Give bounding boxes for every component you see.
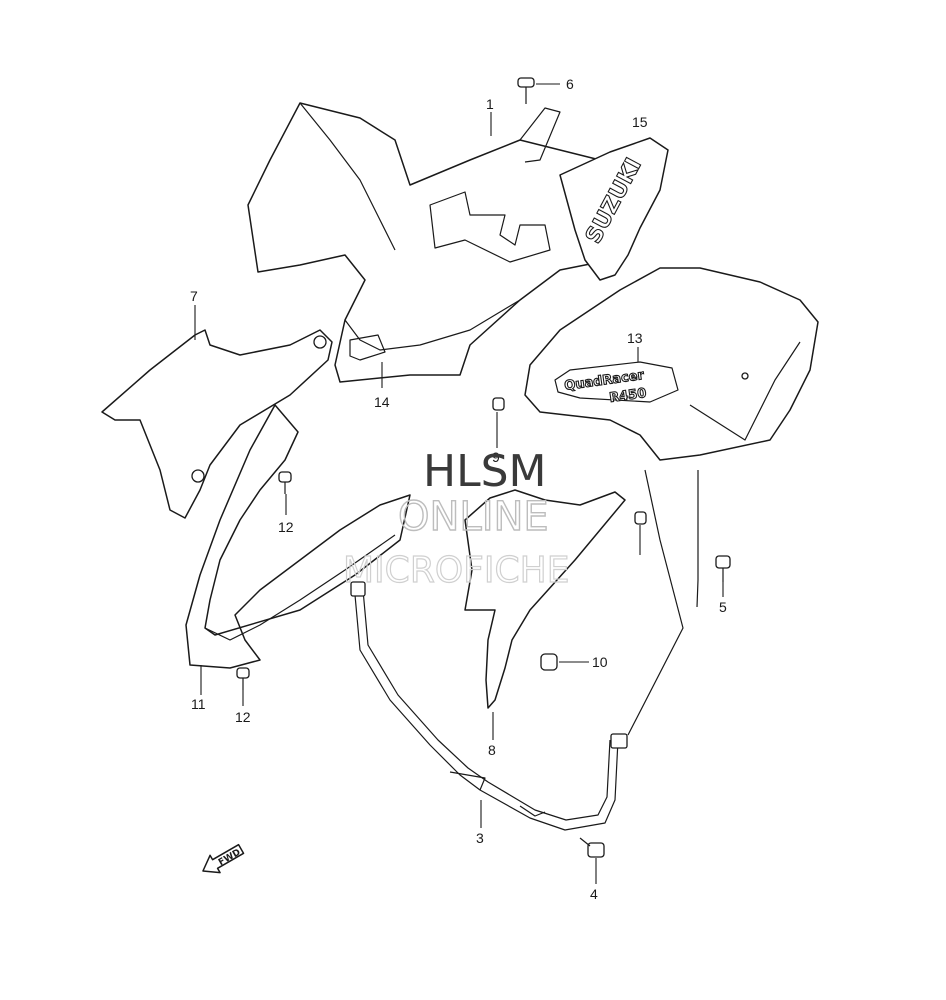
fwd-arrow: FWD <box>202 843 245 874</box>
watermark-line1: HLSM <box>423 446 547 497</box>
part-1-front-fender <box>247 102 611 383</box>
callout-4: 4 <box>590 886 598 902</box>
callout-9-a: 9 <box>492 449 500 465</box>
fender-inner-lip <box>627 469 699 736</box>
part-14-left-decal <box>349 334 386 361</box>
part-11-left-lower-cover <box>185 404 411 669</box>
callout-12-a: 12 <box>278 519 294 535</box>
part-15-brand-decal-panel: SUZUKI <box>559 137 669 281</box>
watermark-line2: ONLINE <box>398 494 549 540</box>
fastener-6-clip <box>517 77 535 104</box>
callout-15: 15 <box>632 114 648 130</box>
part-7-left-bracket <box>101 329 333 519</box>
fastener-12-screw-a <box>278 471 292 494</box>
fastener-4-bolt <box>579 837 605 858</box>
fastener-10-bolt <box>540 653 558 671</box>
callout-11: 11 <box>191 696 206 712</box>
part-13-right-fender-panel: QuadRacer R450 <box>524 267 819 461</box>
callout-6: 6 <box>566 76 574 92</box>
callout-7: 7 <box>190 288 198 304</box>
callout-10: 10 <box>592 654 608 670</box>
fastener-9-clip-a <box>492 397 505 411</box>
callout-1: 1 <box>486 96 494 112</box>
watermark: HLSM ONLINE MICROFICHE <box>342 446 570 592</box>
model-decal-line2: R450 <box>608 386 647 406</box>
fastener-5-bolt <box>715 555 731 582</box>
callout-13: 13 <box>627 330 643 346</box>
leader-lines <box>194 83 724 884</box>
callout-8: 8 <box>488 742 496 758</box>
fastener-12-screw-b <box>236 667 250 690</box>
part-3-lower-support-bar <box>350 581 628 831</box>
watermark-line3: MICROFICHE <box>343 550 569 591</box>
part-8-inner-shield <box>464 489 626 709</box>
callout-12-b: 12 <box>235 709 251 725</box>
callout-14: 14 <box>374 394 390 410</box>
fastener-9-clip-b <box>634 511 647 525</box>
callout-5: 5 <box>719 599 727 615</box>
callout-3: 3 <box>476 830 484 846</box>
